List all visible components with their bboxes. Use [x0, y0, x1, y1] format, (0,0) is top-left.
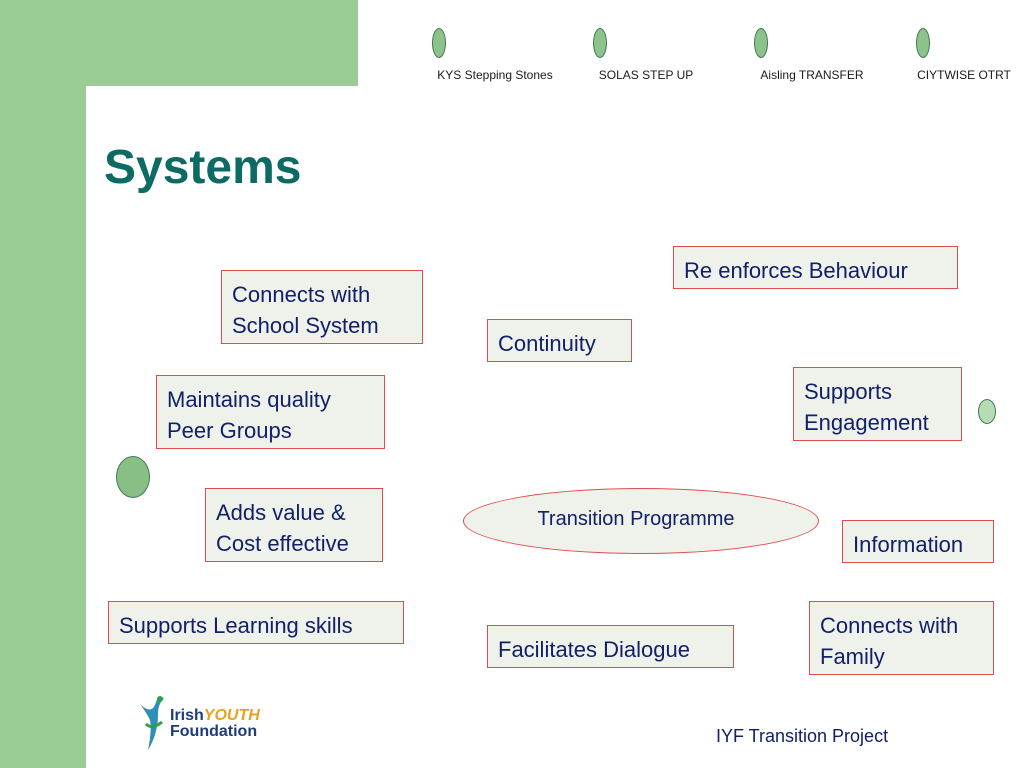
nav-label: SOLAS STEP UP: [598, 68, 694, 82]
node-reenforces-behaviour: Re enforces Behaviour: [673, 246, 958, 289]
decorative-circle-icon: [116, 456, 150, 498]
logo-word-irish: Irish: [170, 707, 204, 724]
nav-item-aisling[interactable]: Aisling TRANSFER: [742, 28, 882, 88]
center-node-transition-programme: Transition Programme: [463, 488, 819, 554]
nav-label: CIYTWISE OTRT: [917, 68, 1011, 82]
node-information: Information: [842, 520, 994, 563]
node-maintains-peer-groups: Maintains quality Peer Groups: [156, 375, 385, 449]
nav-item-ciytwise[interactable]: CIYTWISE OTRT: [894, 28, 1024, 88]
node-supports-engagement: Supports Engagement: [793, 367, 962, 441]
nav-dot-icon[interactable]: [916, 28, 930, 58]
nav-dot-icon[interactable]: [593, 28, 607, 58]
footer-text: IYF Transition Project: [716, 726, 889, 746]
green-side-band: [0, 0, 86, 768]
node-adds-value: Adds value & Cost effective: [205, 488, 383, 562]
nav-item-kys[interactable]: KYS Stepping Stones: [425, 28, 565, 88]
nav-dot-icon[interactable]: [754, 28, 768, 58]
node-facilitates-dialogue: Facilitates Dialogue: [487, 625, 734, 668]
logo-word-youth: YOUTH: [203, 707, 260, 724]
decorative-circle-icon: [978, 399, 996, 424]
figure-icon: [140, 696, 164, 750]
node-connects-school: Connects with School System: [221, 270, 423, 344]
nav-item-solas[interactable]: SOLAS STEP UP: [576, 28, 716, 88]
logo-text: IrishYOUTH Foundation: [170, 708, 260, 740]
nav-label: Aisling TRANSFER: [760, 68, 864, 82]
nav-label: KYS Stepping Stones: [437, 68, 553, 82]
irish-youth-foundation-logo: IrishYOUTH Foundation: [136, 694, 266, 752]
node-connects-family: Connects with Family: [809, 601, 994, 675]
page-title: Systems: [104, 141, 302, 194]
nav-dot-icon[interactable]: [432, 28, 446, 58]
node-supports-learning: Supports Learning skills: [108, 601, 404, 644]
node-continuity: Continuity: [487, 319, 632, 362]
logo-word-foundation: Foundation: [170, 723, 258, 740]
